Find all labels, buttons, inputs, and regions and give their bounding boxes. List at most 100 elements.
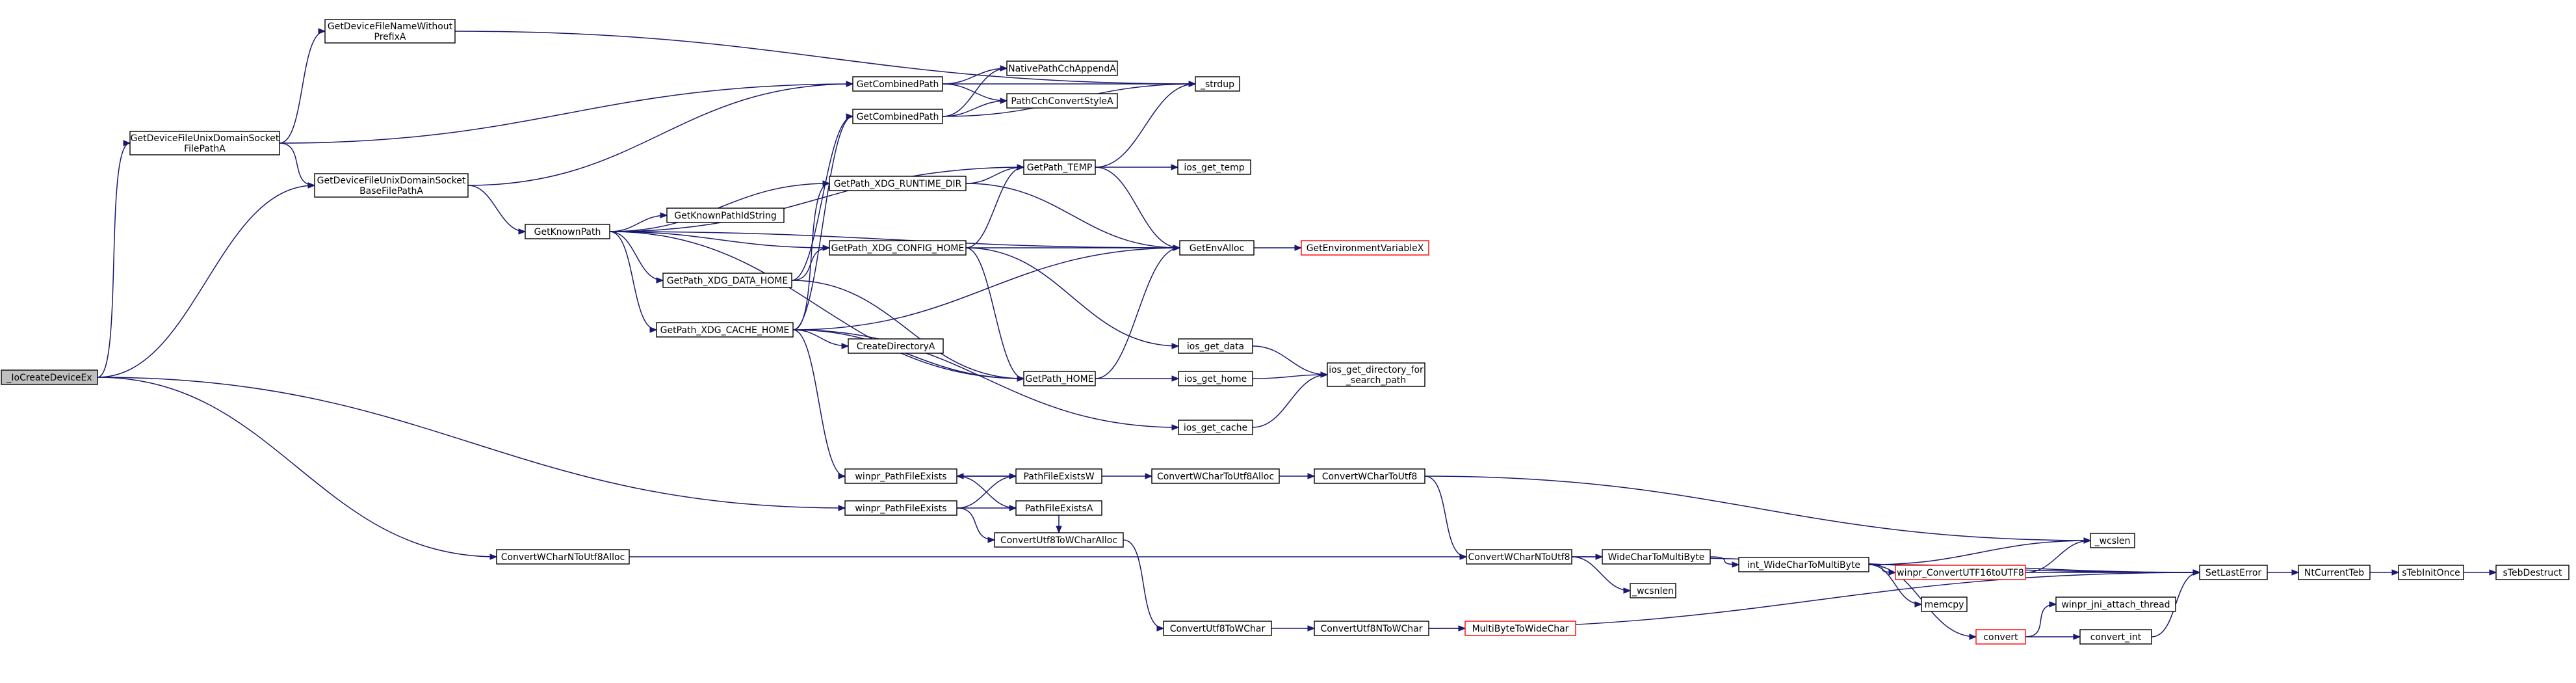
node-label: _IoCreateDeviceEx [6,373,92,383]
node-box [1023,371,1096,386]
node-gphome[interactable]: GetPath_HOME [1023,371,1096,386]
node-label: convert_int [2090,632,2142,643]
node-gptemp[interactable]: GetPath_TEMP [1023,159,1096,175]
node-ntcteb[interactable]: NtCurrentTeb [2298,565,2371,580]
node-box [1015,500,1102,516]
node-label: PathCchConvertStyleA [1011,96,1113,107]
node-box [1006,93,1118,109]
edge-xdgcache-to-gphome [792,329,1025,382]
node-npcca[interactable]: NativePathCchAppendA [1006,60,1118,76]
node-memcpy[interactable]: memcpy [1921,596,1968,612]
node-wcslen[interactable]: _wcslen [2090,533,2135,548]
edge-cwctu8-to-cwcntu8 [1424,475,1468,560]
node-xdgcache[interactable]: GetPath_XDG_CACHE_HOME [656,322,794,338]
node-box [1195,76,1240,92]
nodes-layer: _IoCreateDeviceEx GetDeviceFileUnixDomain… [1,19,2569,645]
node-iosdir[interactable]: ios_get_directory_for_search_path [1327,362,1425,387]
edge-cu8twc-to-cu8ntwc [1271,625,1316,632]
node-box [852,109,943,124]
node-cwctu8a[interactable]: ConvertWCharToUtf8Alloc [1151,468,1280,484]
node-label: GetPath_TEMP [1027,163,1093,173]
node-box [1301,240,1429,256]
node-iwctmb[interactable]: int_WideCharToMultiByte [1738,557,1869,572]
node-box [1602,549,1711,565]
node-cdira[interactable]: CreateDirectoryA [848,338,944,354]
edge-setle-to-ntcteb [2267,569,2300,576]
node-convint[interactable]: convert_int [2079,629,2152,645]
node-wpfe1[interactable]: winpr_PathFileExists [844,468,957,484]
edge-xdgconf-to-genvalloc [966,245,1181,251]
node-cwcntu8a[interactable]: ConvertWCharNToUtf8Alloc [496,549,630,565]
edge-gdfudsbfpa-to-gcp1 [467,81,854,186]
node-xdgrun[interactable]: GetPath_XDG_RUNTIME_DIR [829,176,967,191]
edge-xdgrun-to-genvalloc [965,183,1181,251]
node-wctmb[interactable]: WideCharToMultiByte [1602,549,1711,565]
node-box [994,532,1124,548]
node-cwcntu8[interactable]: ConvertWCharNToUtf8 [1466,549,1572,565]
edge-genvalloc-to-genvx [1254,245,1303,251]
node-label: GetPath_XDG_CONFIG_HOME [831,243,965,254]
node-gkp[interactable]: GetKnownPath [525,224,610,239]
node-iosdata[interactable]: ios_get_data [1178,338,1253,354]
node-cu8twca[interactable]: ConvertUtf8ToWCharAlloc [994,532,1124,548]
node-box [1177,159,1251,175]
node-xdgdata[interactable]: GetPath_XDG_DATA_HOME [662,273,792,288]
edge-xdgconf-to-iosdata [965,247,1180,349]
node-ioscache[interactable]: ios_get_cache [1178,420,1253,435]
node-box [2199,565,2268,580]
edge-gptemp-to-iostemp [1095,164,1179,170]
edge-gdfudsfpa-to-gcp1 [279,81,854,144]
node-stebdes[interactable]: sTebDestruct [2495,565,2569,580]
node-gcp1[interactable]: GetCombinedPath [852,76,943,92]
edge-pfew-to-cwctu8a [1102,473,1153,479]
node-ioshome[interactable]: ios_get_home [1178,371,1253,386]
node-setle[interactable]: SetLastError [2199,565,2268,580]
node-label: winpr_jni_attach_thread [2061,600,2170,610]
node-wcsnlen[interactable]: _wcsnlen [1630,583,1676,598]
node-wpfe2[interactable]: winpr_PathFileExists [844,500,957,516]
node-label: ios_get_directory_for [1329,365,1424,375]
node-box [1314,621,1429,636]
edge-gphome-to-ioshome [1095,375,1180,382]
node-iostemp[interactable]: ios_get_temp [1177,159,1251,175]
node-box [1015,468,1102,484]
node-gkpis[interactable]: GetKnownPathIdString [666,208,785,223]
edge-wpfe2-to-pfea [957,505,1017,511]
edge-root-to-gdfudsfpa [97,140,131,378]
node-xdgconf[interactable]: GetPath_XDG_CONFIG_HOME [829,240,967,256]
node-gcp2[interactable]: GetCombinedPath [852,109,943,124]
node-genvx[interactable]: GetEnvironmentVariableX [1301,240,1429,256]
node-box [2298,565,2371,580]
node-box [1630,583,1676,598]
edge-cwctu8-to-wcslen [1424,475,2092,544]
node-box [1006,60,1118,76]
node-box [2079,629,2152,645]
node-jni[interactable]: winpr_jni_attach_thread [2055,596,2176,612]
node-label: ios_get_data [1187,342,1244,352]
node-convert[interactable]: convert [1975,629,2026,645]
node-pfea[interactable]: PathFileExistsA [1015,500,1102,516]
node-mbtwc[interactable]: MultiByteToWideChar [1464,621,1576,636]
node-root[interactable]: _IoCreateDeviceEx [1,369,98,385]
node-genvalloc[interactable]: GetEnvAlloc [1179,240,1255,256]
node-pccsa[interactable]: PathCchConvertStyleA [1006,93,1118,109]
node-gdfudsbfpa[interactable]: GetDeviceFileUnixDomainSocketBaseFilePat… [314,173,469,198]
node-label: NtCurrentTeb [2304,568,2364,578]
edges-layer [97,28,2497,640]
edge-cwcntu8-to-wcsnlen [1571,556,1632,594]
node-stebinit[interactable]: sTebInitOnce [2398,565,2464,580]
node-cwctu8[interactable]: ConvertWCharToUtf8 [1314,468,1425,484]
node-box [666,208,785,223]
node-pfew[interactable]: PathFileExistsW [1015,468,1102,484]
edge-gdfudsfpa-to-gdfudsbfpa [279,142,316,189]
node-strdup[interactable]: _strdup [1195,76,1240,92]
node-box [848,338,944,354]
node-cu16tu8[interactable]: winpr_ConvertUTF16toUTF8 [1895,565,2026,580]
edge-iwctmb-to-wcslen [1868,537,2092,565]
node-cu8twc[interactable]: ConvertUtf8ToWChar [1163,621,1272,636]
node-cu8ntwc[interactable]: ConvertUtf8NToWChar [1314,621,1429,636]
edge-gkp-to-xdgconf [609,231,831,251]
node-label: ConvertUtf8NToWChar [1321,624,1423,634]
